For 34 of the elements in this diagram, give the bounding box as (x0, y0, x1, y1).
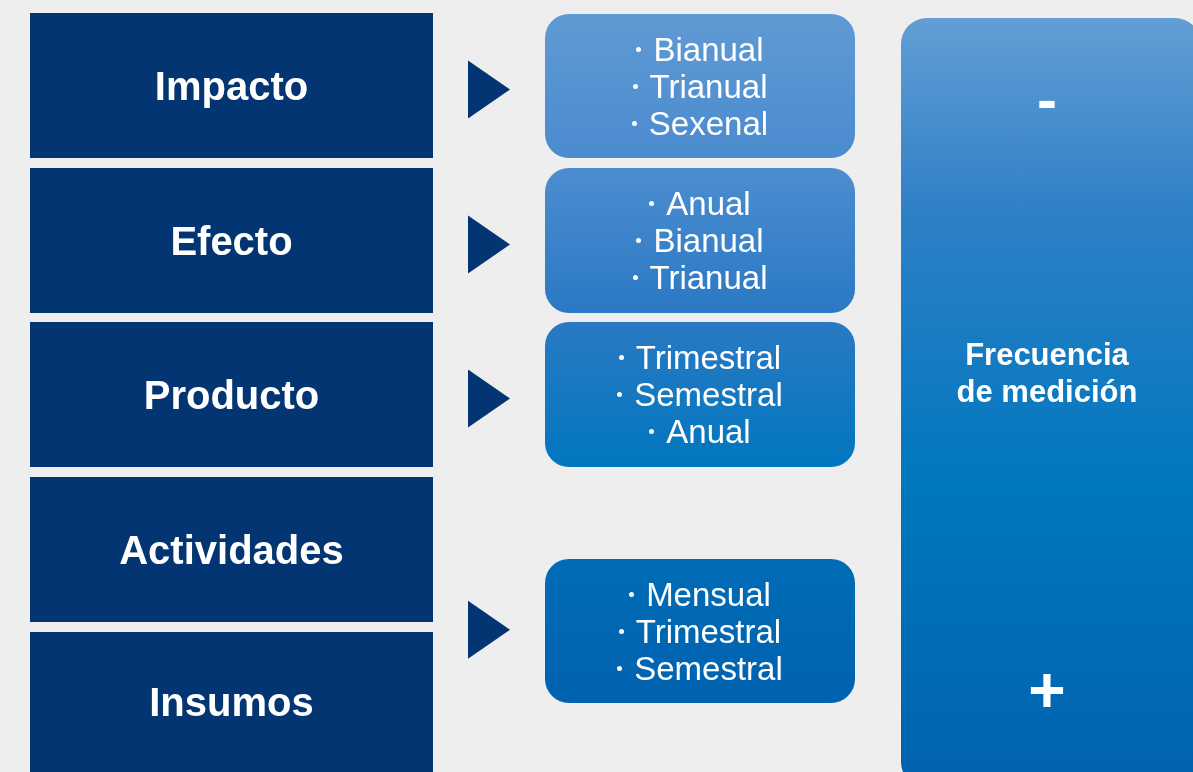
frequency-item: Semestral (634, 376, 783, 413)
stage-box (30, 168, 433, 313)
arrow (468, 600, 510, 659)
frequency-item: Anual (666, 185, 751, 222)
stage-label: Actividades (119, 526, 344, 574)
frequency-item: Semestral (634, 649, 783, 687)
frequency-item: Trianual (649, 259, 768, 296)
frequency-item: Mensual (646, 575, 771, 613)
frequency-item: Anual (666, 413, 751, 450)
stage-box (30, 632, 433, 772)
frequency-item: Trimestral (635, 612, 782, 650)
stage-box (30, 13, 433, 158)
frequency-item: Bianual (653, 30, 764, 68)
stage-label: Insumos (149, 679, 314, 726)
stage-label: Producto (143, 371, 320, 419)
frequency-item: Sexenal (648, 104, 769, 142)
stage-label: Impacto (154, 62, 309, 110)
frequency-item: Trianual (649, 67, 768, 105)
arrow (468, 60, 510, 119)
arrow (468, 215, 510, 274)
stage-box (30, 322, 433, 467)
frequency-list-box (545, 168, 855, 313)
scale-panel (901, 18, 1193, 772)
arrow (468, 369, 510, 428)
frequency-list-box (545, 322, 855, 467)
stage-box (30, 477, 433, 622)
minus-sign: - (1036, 70, 1058, 130)
frequency-item: Bianual (653, 222, 764, 259)
scale-title: Frecuencia de medición (955, 336, 1139, 410)
frequency-list-box (545, 14, 855, 158)
plus-sign: + (1027, 658, 1067, 722)
frequency-item: Trimestral (635, 339, 782, 376)
stage-label: Efecto (170, 217, 293, 265)
frequency-list-box (545, 559, 855, 703)
